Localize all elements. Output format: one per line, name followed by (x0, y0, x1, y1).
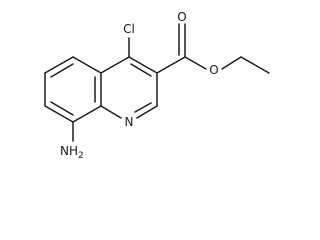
molecule-canvas: Cl O O N NH2 (44, 10, 270, 161)
double-bond-inner (50, 101, 74, 116)
bond (72, 56, 102, 74)
substituents (72, 23, 270, 142)
bond (100, 105, 122, 119)
ester-oxygen-label: O (209, 63, 218, 77)
benzene-ring (44, 56, 102, 123)
ring-nitrogen-label: N (125, 115, 134, 129)
amine-label: NH2 (60, 144, 84, 161)
bond (44, 56, 74, 74)
double-bond-inner (130, 63, 152, 77)
quinoline-ester-structure: Cl O O N NH2 (44, 10, 270, 161)
bond (136, 105, 158, 119)
chlorine-label: Cl (123, 22, 135, 36)
bond (44, 105, 74, 123)
bond (72, 105, 102, 123)
bond-o-ch2 (221, 56, 242, 70)
bond (100, 56, 130, 74)
carbonyl-oxygen-label: O (177, 10, 186, 24)
amine-label-main: NH (60, 144, 78, 158)
pyridine-ring (100, 56, 158, 119)
double-bond-inner (50, 63, 74, 78)
double-bond-inner (134, 102, 152, 113)
bond-c-o (184, 56, 207, 70)
bond-ch2-ch3 (240, 56, 270, 74)
bond (128, 56, 158, 74)
bond-c-carbonyl (156, 56, 186, 74)
amine-label-subscript: 2 (78, 151, 84, 161)
